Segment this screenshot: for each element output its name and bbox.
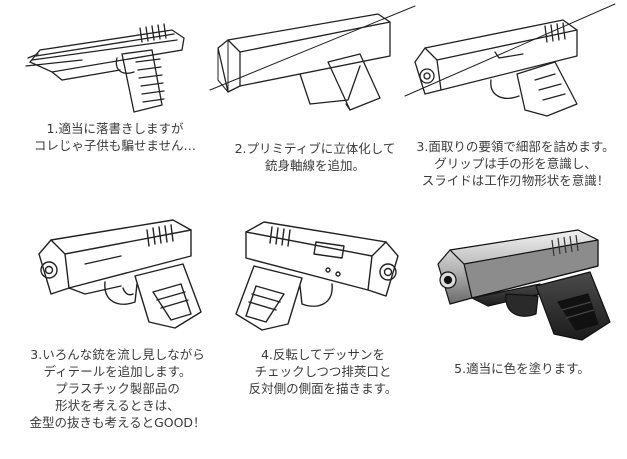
step3-caption: 3.面取りの要領で細部を詰めます。 グリップは手の形を意識し、 スライドは工作刃…: [408, 138, 623, 189]
step2-caption: 2.プリミティブに立体化して 銃身軸線を追加。: [215, 140, 415, 174]
step6-caption: 5.適当に色を塗ります。: [432, 360, 612, 377]
step5-line-2: チェックしつつ排莢口と: [254, 364, 392, 379]
step1-line-2: コレじゃ子供も騙せません…: [33, 138, 197, 153]
step1-line-1: 1.適当に落書きしますが: [46, 121, 184, 136]
step4-line-2: ディテールを追加します。: [43, 364, 192, 379]
step3-line-1: 3.面取りの要領で細部を詰めます。: [416, 139, 615, 154]
step1-caption: 1.適当に落書きしますが コレじゃ子供も騙せません…: [20, 120, 210, 154]
step4-line-5: 金型の抜きも考えるとGOOD！: [29, 415, 206, 430]
step1-rough-pistol-sketch: [22, 10, 192, 120]
step5-reversed-pistol-sketch: [232, 212, 412, 342]
step4-detailed-pistol-sketch: [25, 210, 205, 340]
step3-line-2: グリップは手の形を意識し、: [434, 156, 597, 171]
step3-line-3: スライドは工作刃物形状を意識！: [421, 173, 610, 188]
step2-line-1: 2.プリミティブに立体化して: [234, 141, 396, 156]
step5-line-1: 4.反転してデッサンを: [260, 347, 386, 362]
step3-chamfered-pistol-sketch: [404, 0, 620, 125]
step6-colored-pistol: [428, 218, 618, 348]
step4-caption: 3.いろんな銃を流し見しながら ディテールを追加します。 プラスチック製部品の …: [15, 346, 220, 431]
step5-line-3: 反対側の側面を描きます。: [248, 381, 398, 396]
step4-line-1: 3.いろんな銃を流し見しながら: [30, 347, 205, 362]
step2-line-2: 銃身軸線を追加。: [264, 158, 365, 173]
step2-primitive-blocks-sketch: [209, 0, 425, 120]
step6-line-1: 5.適当に色を塗ります。: [454, 361, 590, 376]
step4-line-4: 形状を考えるときは、: [55, 398, 180, 413]
step5-caption: 4.反転してデッサンを チェックしつつ排莢口と 反対側の側面を描きます。: [228, 346, 418, 397]
step4-line-3: プラスチック製部品の: [55, 381, 180, 396]
